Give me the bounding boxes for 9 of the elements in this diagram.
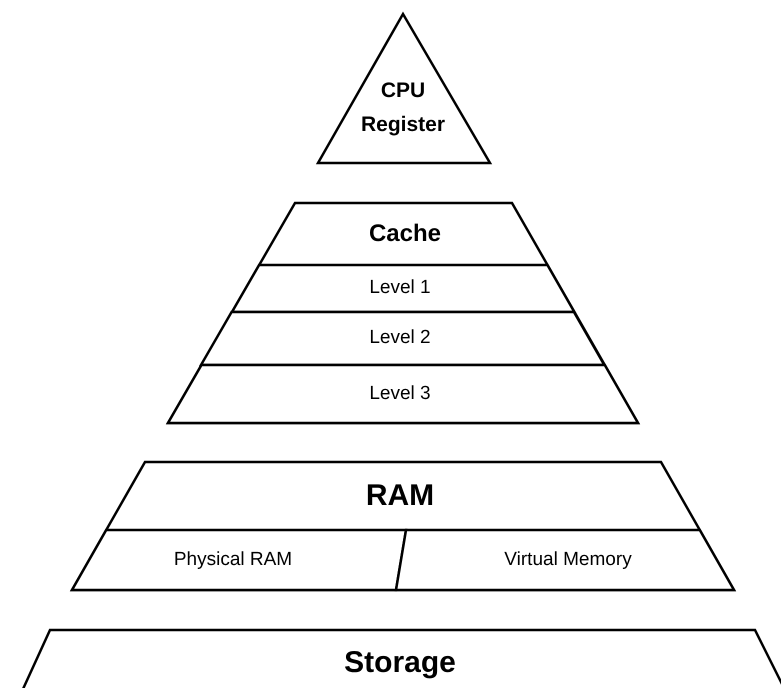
level-label: Level 3 [369,382,431,406]
level-label: Level 1 [369,276,431,300]
tier-label: CPU Register [360,78,446,138]
level-label: Level 2 [369,326,431,350]
tier-label: RAM [366,478,434,514]
tier-label: Cache [368,218,442,249]
tier-label: Storage [344,645,456,681]
segment-label: Physical RAM [174,548,292,572]
segment-label: Virtual Memory [504,548,632,572]
